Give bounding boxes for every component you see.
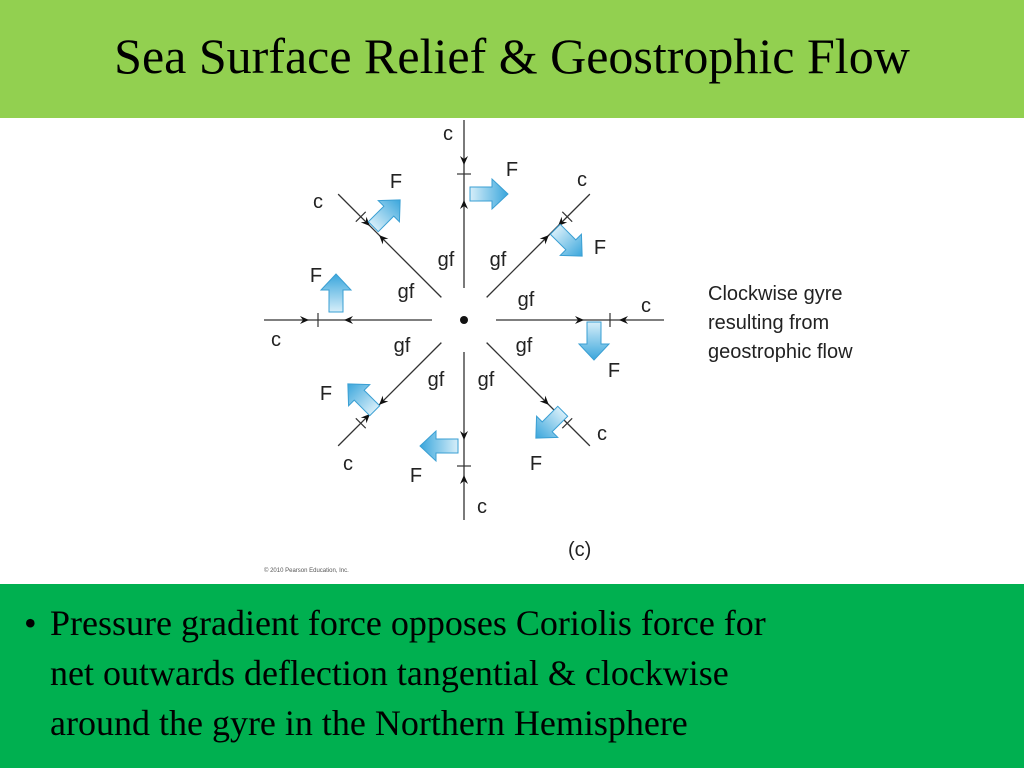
panel-label: (c) (568, 539, 592, 561)
flow-label: F (530, 453, 542, 475)
flow-arrow-top (469, 177, 509, 211)
balance-tick (355, 417, 367, 429)
coriolis-label: c (641, 295, 651, 317)
spoke-line (337, 342, 442, 447)
force-spokes (264, 120, 664, 520)
title-bar: Sea Surface Relief & Geostrophic Flow (0, 0, 1024, 118)
gf-label: gf (516, 335, 533, 357)
coriolis-arrowhead (360, 216, 370, 226)
caption-line: Clockwise gyre (708, 283, 843, 305)
bullet-panel: • Pressure gradient force opposes Coriol… (0, 584, 1024, 768)
flow-arrow-left (319, 273, 353, 313)
caption-line: resulting from (708, 312, 830, 334)
flow-arrow-shape (469, 177, 509, 211)
gf-label: gf (438, 249, 455, 271)
gf-arrowhead (379, 395, 389, 405)
gf-label: gf (428, 369, 445, 391)
bullet-line: Pressure gradient force opposes Coriolis… (50, 603, 766, 643)
gf-label: gf (490, 249, 507, 271)
bullet-line: around the gyre in the Northern Hemisphe… (50, 703, 688, 743)
flow-arrow-top-left (367, 199, 401, 233)
gyre-center-dot (460, 316, 468, 324)
copyright-notice: © 2010 Pearson Education, Inc. (264, 568, 349, 574)
gf-arrowhead (460, 431, 468, 440)
gf-arrowhead (539, 395, 549, 405)
gf-arrowhead (460, 200, 468, 209)
flow-arrow-right (577, 321, 611, 361)
flow-label: F (390, 171, 402, 193)
flow-arrow-shape (347, 383, 381, 417)
spoke-line (486, 193, 591, 298)
bullet-line: net outwards deflection tangential & clo… (50, 653, 729, 693)
balance-tick (561, 211, 573, 223)
gf-label: gf (394, 335, 411, 357)
flow-label: F (410, 465, 422, 487)
balance-tick (355, 211, 367, 223)
flow-arrow-bottom (419, 429, 459, 463)
flow-arrow-shape (419, 429, 459, 463)
flow-arrow-top-right (549, 223, 583, 257)
diagram-caption: Clockwise gyre resulting from geostrophi… (708, 280, 853, 367)
coriolis-label: c (597, 423, 607, 445)
coriolis-arrowhead (300, 316, 309, 324)
coriolis-arrowhead (558, 216, 568, 226)
spoke-line (486, 342, 591, 447)
caption-line: geostrophic flow (708, 341, 853, 363)
gf-arrowhead (344, 316, 353, 324)
coriolis-label: c (577, 169, 587, 191)
gf-arrowhead (575, 316, 584, 324)
slide-title: Sea Surface Relief & Geostrophic Flow (114, 28, 910, 84)
balance-tick (561, 417, 573, 429)
gf-label: gf (398, 281, 415, 303)
flow-arrows (319, 177, 611, 463)
coriolis-label: c (443, 123, 453, 145)
coriolis-arrowhead (460, 475, 468, 484)
gf-label: gf (518, 289, 535, 311)
gf-arrowhead (379, 235, 389, 245)
flow-arrow-shape (367, 199, 401, 233)
coriolis-label: c (343, 453, 353, 475)
flow-arrow-shape (319, 273, 353, 313)
coriolis-label: c (313, 191, 323, 213)
coriolis-arrowhead (360, 414, 370, 424)
coriolis-label: c (477, 496, 487, 518)
coriolis-label: c (271, 329, 281, 351)
flow-arrow-shape (535, 405, 569, 439)
coriolis-arrowhead (460, 156, 468, 165)
flow-arrow-shape (577, 321, 611, 361)
flow-label: F (608, 360, 620, 382)
flow-label: F (310, 265, 322, 287)
flow-arrow-shape (549, 223, 583, 257)
flow-arrow-bottom-left (347, 383, 381, 417)
flow-arrow-bottom-right (535, 405, 569, 439)
flow-label: F (320, 383, 332, 405)
coriolis-arrowhead (619, 316, 628, 324)
spoke-line (337, 193, 442, 298)
bullet-text: Pressure gradient force opposes Coriolis… (50, 598, 970, 748)
gf-label: gf (478, 369, 495, 391)
flow-label: F (594, 237, 606, 259)
flow-label: F (506, 159, 518, 181)
bullet-marker: • (24, 603, 37, 643)
gf-arrowhead (539, 235, 549, 245)
